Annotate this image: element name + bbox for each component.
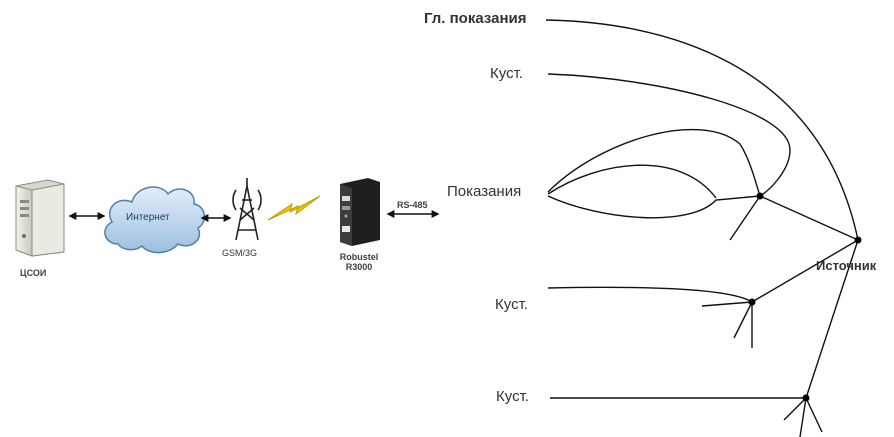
source-node <box>854 236 862 244</box>
bush-label-2: Куст. <box>495 296 528 313</box>
cloud-label: Интернет <box>126 212 170 223</box>
source-label: Источник <box>816 258 877 273</box>
bush3-node <box>802 394 810 402</box>
source-to-bush3 <box>805 239 859 399</box>
main-reading-label: Гл. показания <box>424 10 527 27</box>
tower-label: GSM/3G <box>222 248 258 258</box>
readings-loop-inner <box>547 164 717 199</box>
readings-label: Показания <box>447 183 522 200</box>
router-icon <box>340 178 380 246</box>
wireless-signal-icon <box>267 195 321 221</box>
bush2-node <box>748 298 756 306</box>
bush-label-1: Куст. <box>490 65 523 82</box>
cloud-icon <box>104 186 206 254</box>
bush1-node <box>756 192 764 200</box>
source-to-bush2 <box>751 239 859 303</box>
cell-tower-icon <box>232 178 262 241</box>
router-label-line1: Robustel <box>339 252 379 262</box>
server-label: ЦСОИ <box>20 268 47 278</box>
router-label-line2: R3000 <box>345 262 373 272</box>
bush2-line <box>547 286 753 303</box>
network-tree <box>545 19 859 437</box>
bush1-to-source <box>759 195 859 241</box>
readings-loop-outer <box>547 128 761 197</box>
router-label: Robustel R3000 <box>334 252 384 272</box>
main-feeder-line <box>545 19 859 241</box>
bush-label-3: Куст. <box>496 388 529 405</box>
readings-loop-lower <box>547 195 761 219</box>
bush1-branch-low <box>729 195 761 241</box>
rs485-label: RS-485 <box>397 200 428 210</box>
server-icon <box>15 179 65 257</box>
bush1-line <box>547 73 791 197</box>
